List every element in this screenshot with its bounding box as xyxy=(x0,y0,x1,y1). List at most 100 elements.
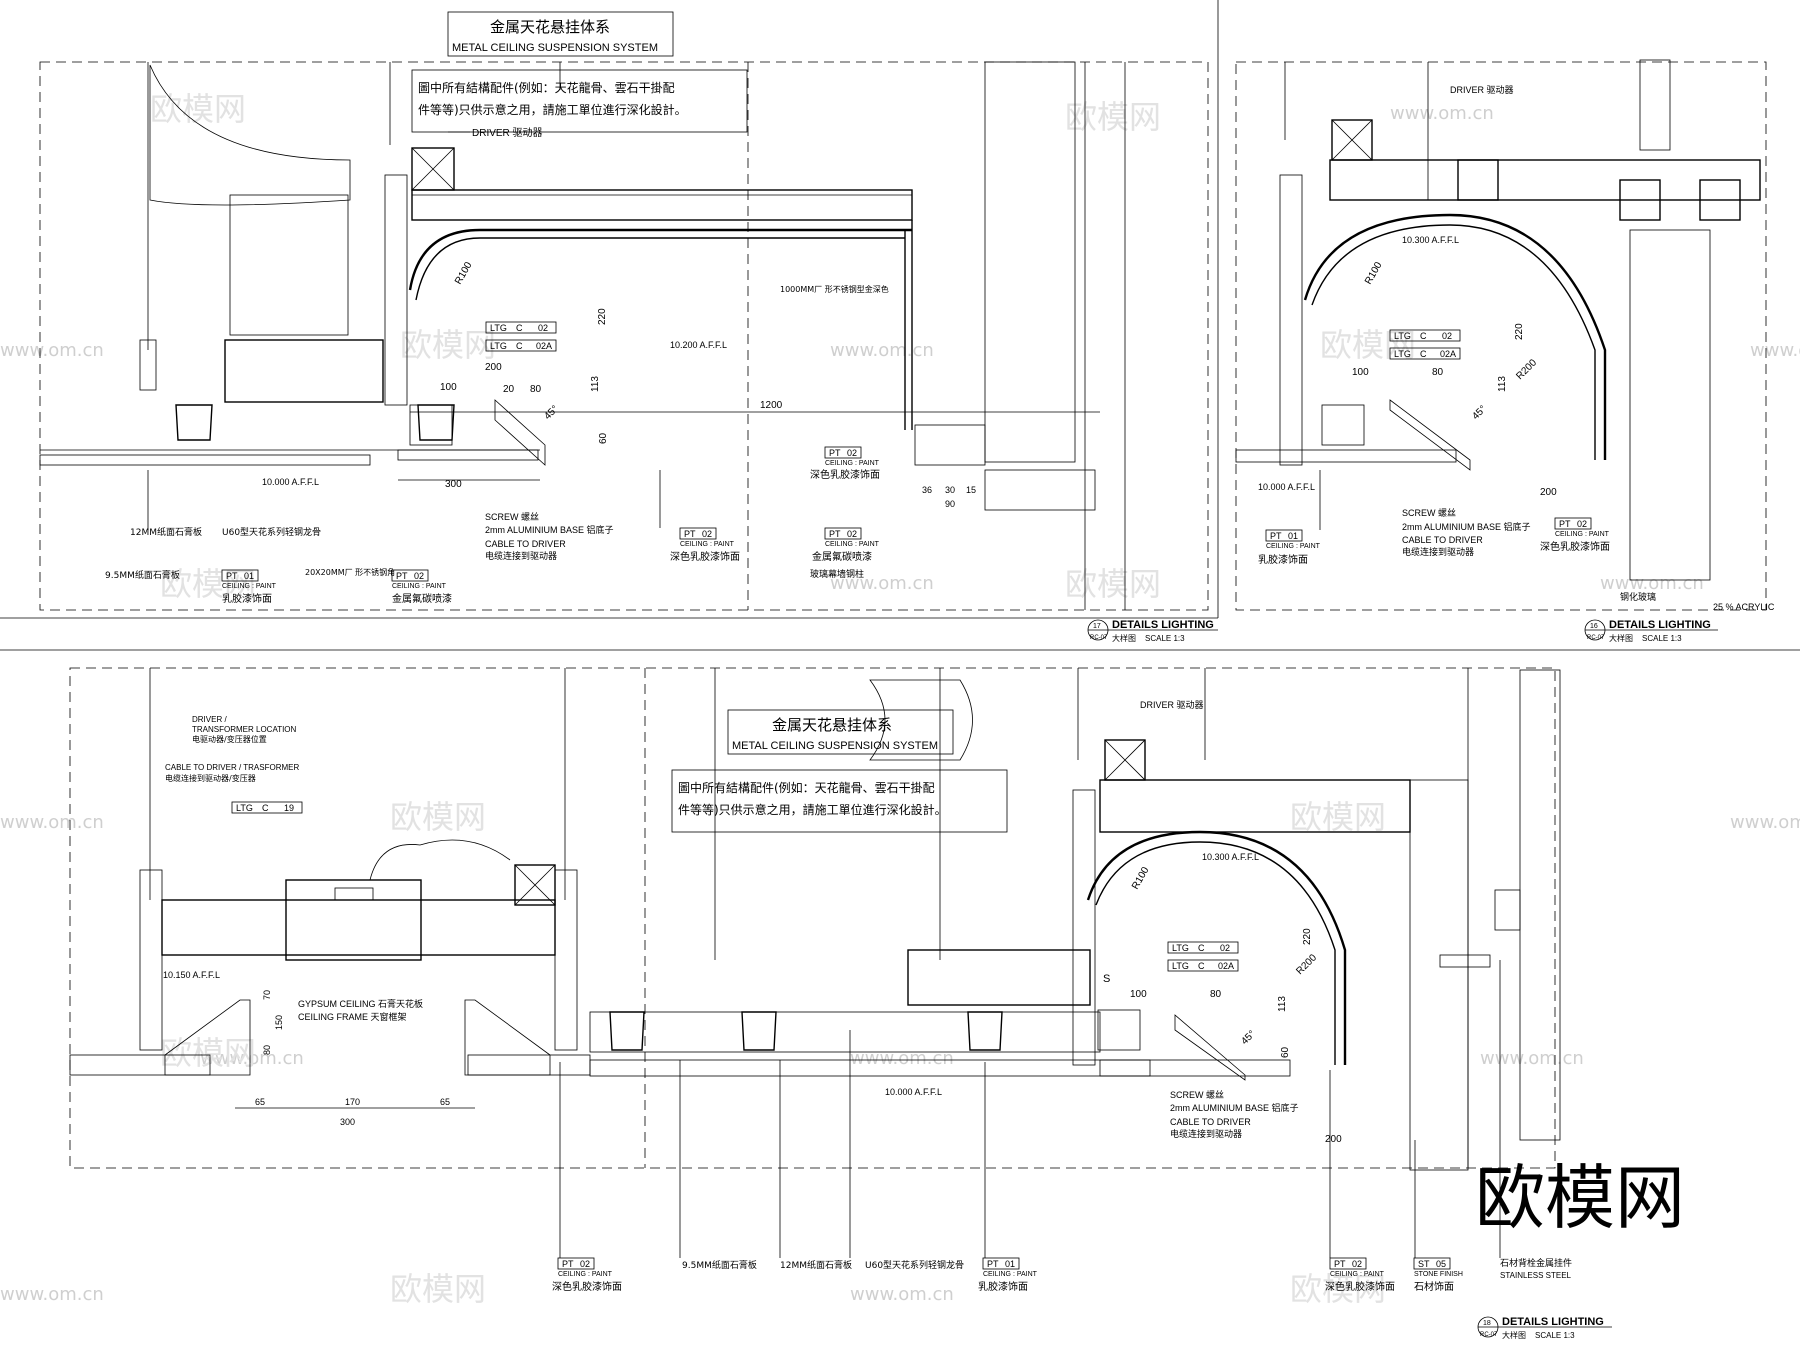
ltg-tag-1: LTG C 02 xyxy=(485,321,557,334)
dim-15: 15 xyxy=(966,485,976,495)
watermark-site: www.om.cn xyxy=(1600,573,1704,594)
pt-tag: PT 01 CEILING : PAINT 乳胶漆饰面 xyxy=(221,569,277,605)
watermark-site: www.om.cn xyxy=(830,573,934,594)
note-line-1: 圖中所有結構配件(例如：天花龍骨、雲石干掛配 xyxy=(418,80,675,95)
pt-tag: PT 01 CEILING : PAINT 乳胶漆饰面 xyxy=(1258,529,1321,566)
dim-200: 200 xyxy=(485,362,502,373)
dim-300: 300 xyxy=(445,479,462,490)
svg-text:SCALE 1:3: SCALE 1:3 xyxy=(1535,1331,1575,1340)
brick-wall xyxy=(384,174,408,406)
transformer-box xyxy=(285,879,422,961)
svg-text:10.000 A.F.F.L: 10.000 A.F.F.L xyxy=(885,1087,942,1097)
watermark-site: www.om.cn xyxy=(0,340,104,361)
acrylic-label: 25 % ACRYLIC xyxy=(1713,602,1775,612)
callout-keel: U60型天花系列轻钢龙骨 xyxy=(222,526,321,538)
level-10150: 10.150 A.F.F.L xyxy=(163,970,220,980)
watermark-brand: 欧模网 xyxy=(1065,565,1161,603)
watermark-brand: 欧模网 xyxy=(160,565,256,603)
svg-text:CABLE TO DRIVER: CABLE TO DRIVER xyxy=(1170,1117,1251,1127)
svg-text:01: 01 xyxy=(1288,531,1298,541)
svg-text:CEILING : PAINT: CEILING : PAINT xyxy=(392,583,447,590)
watermark-site: www.om.cn xyxy=(850,1048,954,1069)
svg-text:SCALE 1:3: SCALE 1:3 xyxy=(1642,634,1682,643)
svg-text:9.5MM纸面石膏板: 9.5MM纸面石膏板 xyxy=(682,1259,757,1271)
svg-text:65: 65 xyxy=(255,1097,265,1107)
svg-text:10.300 A.F.F.L: 10.300 A.F.F.L xyxy=(1202,852,1259,862)
svg-text:CABLE TO DRIVER / TRASFORMER: CABLE TO DRIVER / TRASFORMER xyxy=(165,763,299,772)
svg-text:乳胶漆饰面: 乳胶漆饰面 xyxy=(1258,553,1308,566)
svg-text:170: 170 xyxy=(345,1097,360,1107)
svg-text:SCREW 螺丝: SCREW 螺丝 xyxy=(1170,1089,1224,1100)
svg-text:02A: 02A xyxy=(1218,961,1234,971)
svg-text:02: 02 xyxy=(1352,1259,1362,1269)
svg-text:CEILING : PAINT: CEILING : PAINT xyxy=(222,583,277,590)
watermark-brand: 欧模网 xyxy=(1320,326,1416,364)
leader-lines xyxy=(147,470,1501,1258)
svg-text:02: 02 xyxy=(1442,331,1452,341)
watermark-brand: 欧模网 xyxy=(390,798,486,836)
level-10000: 10.000 A.F.F.L xyxy=(262,477,319,487)
dim-80: 80 xyxy=(530,384,542,395)
svg-text:LTG: LTG xyxy=(490,323,507,333)
svg-text:PT: PT xyxy=(226,571,238,581)
svg-text:RC-07: RC-07 xyxy=(1587,635,1605,641)
svg-text:STAINLESS STEEL: STAINLESS STEEL xyxy=(1500,1271,1572,1280)
svg-text:电驱动器/变压器位置: 电驱动器/变压器位置 xyxy=(192,734,267,744)
svg-text:RC-07: RC-07 xyxy=(1090,635,1108,641)
svg-text:金属氟碳喷漆: 金属氟碳喷漆 xyxy=(392,592,452,605)
svg-text:STONE FINISH: STONE FINISH xyxy=(1414,1271,1463,1278)
svg-text:45°: 45° xyxy=(1470,404,1488,422)
watermark-site: www.om.cn xyxy=(850,1284,954,1305)
pt-tag: PT 02 CEILING : PAINT 深色乳胶漆饰面 xyxy=(552,1257,622,1293)
svg-text:45°: 45° xyxy=(1239,1029,1257,1047)
svg-text:CEILING : PAINT: CEILING : PAINT xyxy=(1555,531,1610,538)
svg-text:石材饰面: 石材饰面 xyxy=(1414,1280,1454,1293)
svg-text:深色乳胶漆饰面: 深色乳胶漆饰面 xyxy=(1325,1280,1395,1293)
svg-text:LTG: LTG xyxy=(1394,331,1411,341)
svg-text:深色乳胶漆饰面: 深色乳胶漆饰面 xyxy=(552,1280,622,1293)
watermark-big: 欧模网 xyxy=(1475,1159,1685,1237)
svg-text:C: C xyxy=(1420,349,1427,359)
dim-100: 100 xyxy=(440,382,457,393)
svg-text:220: 220 xyxy=(1514,323,1525,340)
driver-label: DRIVER 驱动器 xyxy=(1450,85,1514,95)
callout-board-12: 12MM纸面石膏板 xyxy=(130,526,202,538)
svg-text:80: 80 xyxy=(262,1045,272,1055)
svg-text:METAL CEILING SUSPENSION SYSTE: METAL CEILING SUSPENSION SYSTEM xyxy=(732,740,938,752)
svg-text:2mm ALUMINIUM BASE 铝底子: 2mm ALUMINIUM BASE 铝底子 xyxy=(1170,1102,1299,1113)
svg-text:CEILING FRAME 天窗框架: CEILING FRAME 天窗框架 xyxy=(298,1011,407,1022)
svg-text:DETAILS LIGHTING: DETAILS LIGHTING xyxy=(1502,1316,1604,1328)
ltg-tag-2: LTG C 02A xyxy=(485,339,557,352)
svg-text:C: C xyxy=(262,803,269,813)
svg-text:R200: R200 xyxy=(1294,952,1319,977)
watermark-site: www.om.cn xyxy=(1730,812,1800,833)
svg-text:DETAILS LIGHTING: DETAILS LIGHTING xyxy=(1112,619,1214,631)
svg-text:PT: PT xyxy=(1270,531,1282,541)
detail-18: DRIVER / TRANSFORMER LOCATION 电驱动器/变压器位置… xyxy=(69,470,1612,1340)
watermark-brand: 欧模网 xyxy=(1065,98,1161,136)
svg-text:R100: R100 xyxy=(1363,260,1385,287)
svg-text:钢化玻璃: 钢化玻璃 xyxy=(1620,591,1656,603)
svg-text:CABLE TO DRIVER: CABLE TO DRIVER xyxy=(1402,535,1483,545)
svg-text:200: 200 xyxy=(1540,487,1557,498)
svg-text:CEILING : PAINT: CEILING : PAINT xyxy=(680,541,735,548)
svg-text:PT: PT xyxy=(684,529,696,539)
watermark-site: www.om.cn xyxy=(0,1284,104,1305)
callout-board-95: 9.5MM纸面石膏板 xyxy=(105,569,180,581)
callout-ss-rack: 1000MM厂 形不锈钢型金深色 xyxy=(780,284,889,294)
svg-text:02: 02 xyxy=(1577,519,1587,529)
sheet-frames xyxy=(0,0,1800,651)
svg-text:02: 02 xyxy=(847,448,857,458)
svg-text:R200: R200 xyxy=(1514,357,1539,382)
pt-tag: PT 02 CEILING : PAINT 深色乳胶漆饰面 xyxy=(810,446,880,481)
svg-text:C: C xyxy=(1198,943,1205,953)
svg-text:深色乳胶漆饰面: 深色乳胶漆饰面 xyxy=(1540,540,1610,553)
svg-text:PT: PT xyxy=(1334,1259,1346,1269)
svg-text:01: 01 xyxy=(1005,1259,1015,1269)
svg-text:05: 05 xyxy=(1436,1259,1446,1269)
ltg-tag-19: LTG C 19 xyxy=(231,801,303,814)
detail-marker-16: 16 RC-07 DETAILS LIGHTING 大样图 SCALE 1:3 xyxy=(1584,619,1718,643)
svg-text:02: 02 xyxy=(1220,943,1230,953)
svg-text:PT: PT xyxy=(987,1259,999,1269)
watermark-site: www.om.cn xyxy=(1480,1048,1584,1069)
